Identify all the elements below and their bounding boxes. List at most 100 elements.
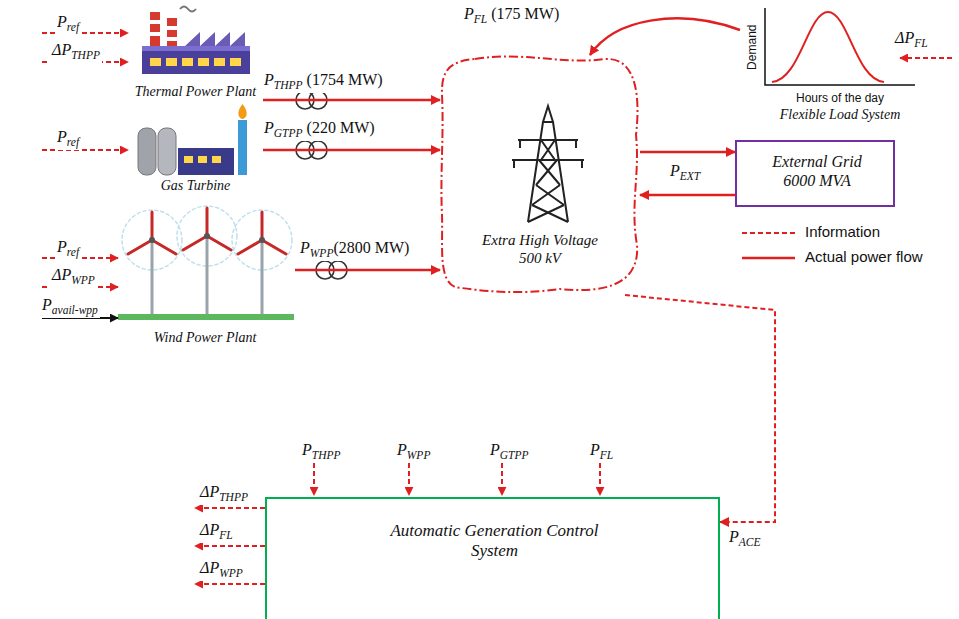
signal-symbol: ΔP (52, 266, 71, 283)
signal-symbol: ΔP (52, 41, 71, 58)
signal-label: ΔPWPP (198, 558, 245, 581)
agc-box: Automatic Generation Control System (265, 497, 720, 619)
legend-label: Actual power flow (805, 248, 923, 265)
thermal-plant-illustration (167, 37, 177, 41)
legend-sample-dashed (742, 232, 795, 234)
signal-subscript: GTPP (500, 449, 529, 461)
wind-plant-illustration (259, 237, 265, 243)
thermal-plant-illustration (185, 32, 245, 46)
power-flow-connector (295, 269, 440, 272)
gas-turbine-illustration (238, 120, 247, 175)
thermal-plant-illustration (142, 7, 250, 75)
gas-turbine-illustration (138, 104, 247, 175)
information-arrow (313, 463, 315, 495)
signal-subscript: ref (67, 246, 79, 258)
signal-value: (2800 MW) (333, 239, 409, 256)
edge-label: PTHPP (1754 MW) (262, 70, 385, 93)
legend-label: Information (805, 223, 880, 240)
gas-turbine-illustration (238, 104, 246, 119)
signal-subscript: ACE (739, 536, 761, 548)
signal-symbol: P (264, 71, 274, 88)
edge-label: PACE (727, 527, 763, 550)
signal-subscript: FL (914, 37, 927, 49)
information-arrow (501, 463, 503, 495)
transmission-tower (512, 106, 584, 222)
thermal-plant-illustration (142, 46, 250, 51)
wind-plant-illustration (204, 233, 210, 239)
power-flow-connector (640, 151, 735, 154)
load-chart-node: DemandHours of the dayFlexible Load Syst… (740, 2, 952, 127)
node-label: Thermal Power Plant (128, 84, 263, 101)
edge-label: PFL (175 MW) (462, 4, 561, 27)
signal-subscript: avail-wpp (52, 304, 98, 316)
plant-node: Wind Power Plant (115, 222, 295, 354)
signal-subscript: ref (67, 21, 79, 33)
signal-subscript: FL (474, 13, 487, 25)
cloud-outline (441, 56, 637, 292)
signal-symbol: P (729, 528, 739, 545)
signal-label: PWPP (395, 440, 432, 463)
gas-turbine-illustration (178, 148, 234, 175)
node-label: Gas Turbine (128, 178, 263, 195)
node-label: Extra High Voltage 500 kV (470, 231, 610, 267)
signal-label: Pref (55, 12, 81, 35)
signal-symbol: P (300, 239, 310, 256)
information-arrow (900, 57, 952, 59)
plant-node: Gas Turbine (128, 112, 263, 200)
signal-value: (175 MW) (487, 5, 559, 22)
signal-subscript: WPP (310, 247, 334, 259)
signal-label: PTHPP (300, 440, 343, 463)
signal-value: (1754 MW) (303, 71, 383, 88)
thermal-plant-illustration (166, 58, 177, 66)
wind-plant-illustration (149, 237, 155, 243)
signal-symbol: ΔP (200, 521, 219, 538)
signal-subscript: THPP (274, 79, 303, 91)
signal-subscript: THPP (312, 449, 341, 461)
gas-turbine-illustration (158, 128, 176, 175)
thermal-plant-illustration (230, 58, 241, 66)
signal-subscript: ref (67, 136, 79, 148)
signal-label: ΔPTHPP (50, 40, 102, 63)
signal-symbol: P (590, 441, 600, 458)
external-grid-box: External Grid 6000 MVA (735, 140, 895, 207)
signal-label: ΔPFL (893, 28, 930, 51)
signal-subscript: WPP (219, 567, 243, 579)
edge-label: PEXT (668, 161, 702, 184)
signal-subscript: THPP (71, 49, 100, 61)
node-label: External Grid 6000 MVA (757, 152, 877, 190)
signal-symbol: P (57, 13, 67, 30)
node-label: Hours of the day (765, 91, 915, 105)
legend-sample-solid (742, 257, 795, 260)
signal-label: ΔPWPP (50, 265, 97, 288)
signal-label: Pref (55, 237, 81, 260)
grid-cloud: Extra High Voltage 500 kV (440, 55, 640, 295)
thermal-plant-illustration (167, 26, 177, 30)
signal-symbol: P (57, 238, 67, 255)
information-arrow (195, 545, 265, 547)
signal-symbol: P (464, 5, 474, 22)
gas-turbine-illustration (212, 156, 221, 163)
power-flow-connector (590, 18, 740, 55)
signal-symbol: ΔP (200, 559, 219, 576)
signal-subscript: FL (600, 449, 613, 461)
node-label: Flexible Load System (750, 107, 930, 124)
signal-label: ΔPTHPP (198, 482, 250, 505)
thermal-plant-illustration (150, 32, 160, 36)
signal-symbol: P (57, 128, 67, 145)
signal-symbol: ΔP (895, 29, 914, 46)
signal-label: PFL (588, 440, 615, 463)
node-label: Automatic Generation Control System (377, 521, 612, 562)
signal-symbol: P (490, 441, 500, 458)
wind-plant-illustration (128, 208, 286, 254)
signal-label: PGTPP (488, 440, 531, 463)
wind-plant-illustration (152, 236, 262, 314)
thermal-plant-illustration (150, 12, 160, 50)
transmission-tower (528, 140, 568, 222)
edge-label: PGTPP (220 MW) (262, 118, 377, 141)
power-flow-connector (263, 99, 440, 102)
thermal-plant-illustration (180, 7, 196, 12)
information-arrow (408, 463, 410, 495)
signal-value: (220 MW) (303, 119, 375, 136)
thermal-plant-illustration (198, 58, 209, 66)
